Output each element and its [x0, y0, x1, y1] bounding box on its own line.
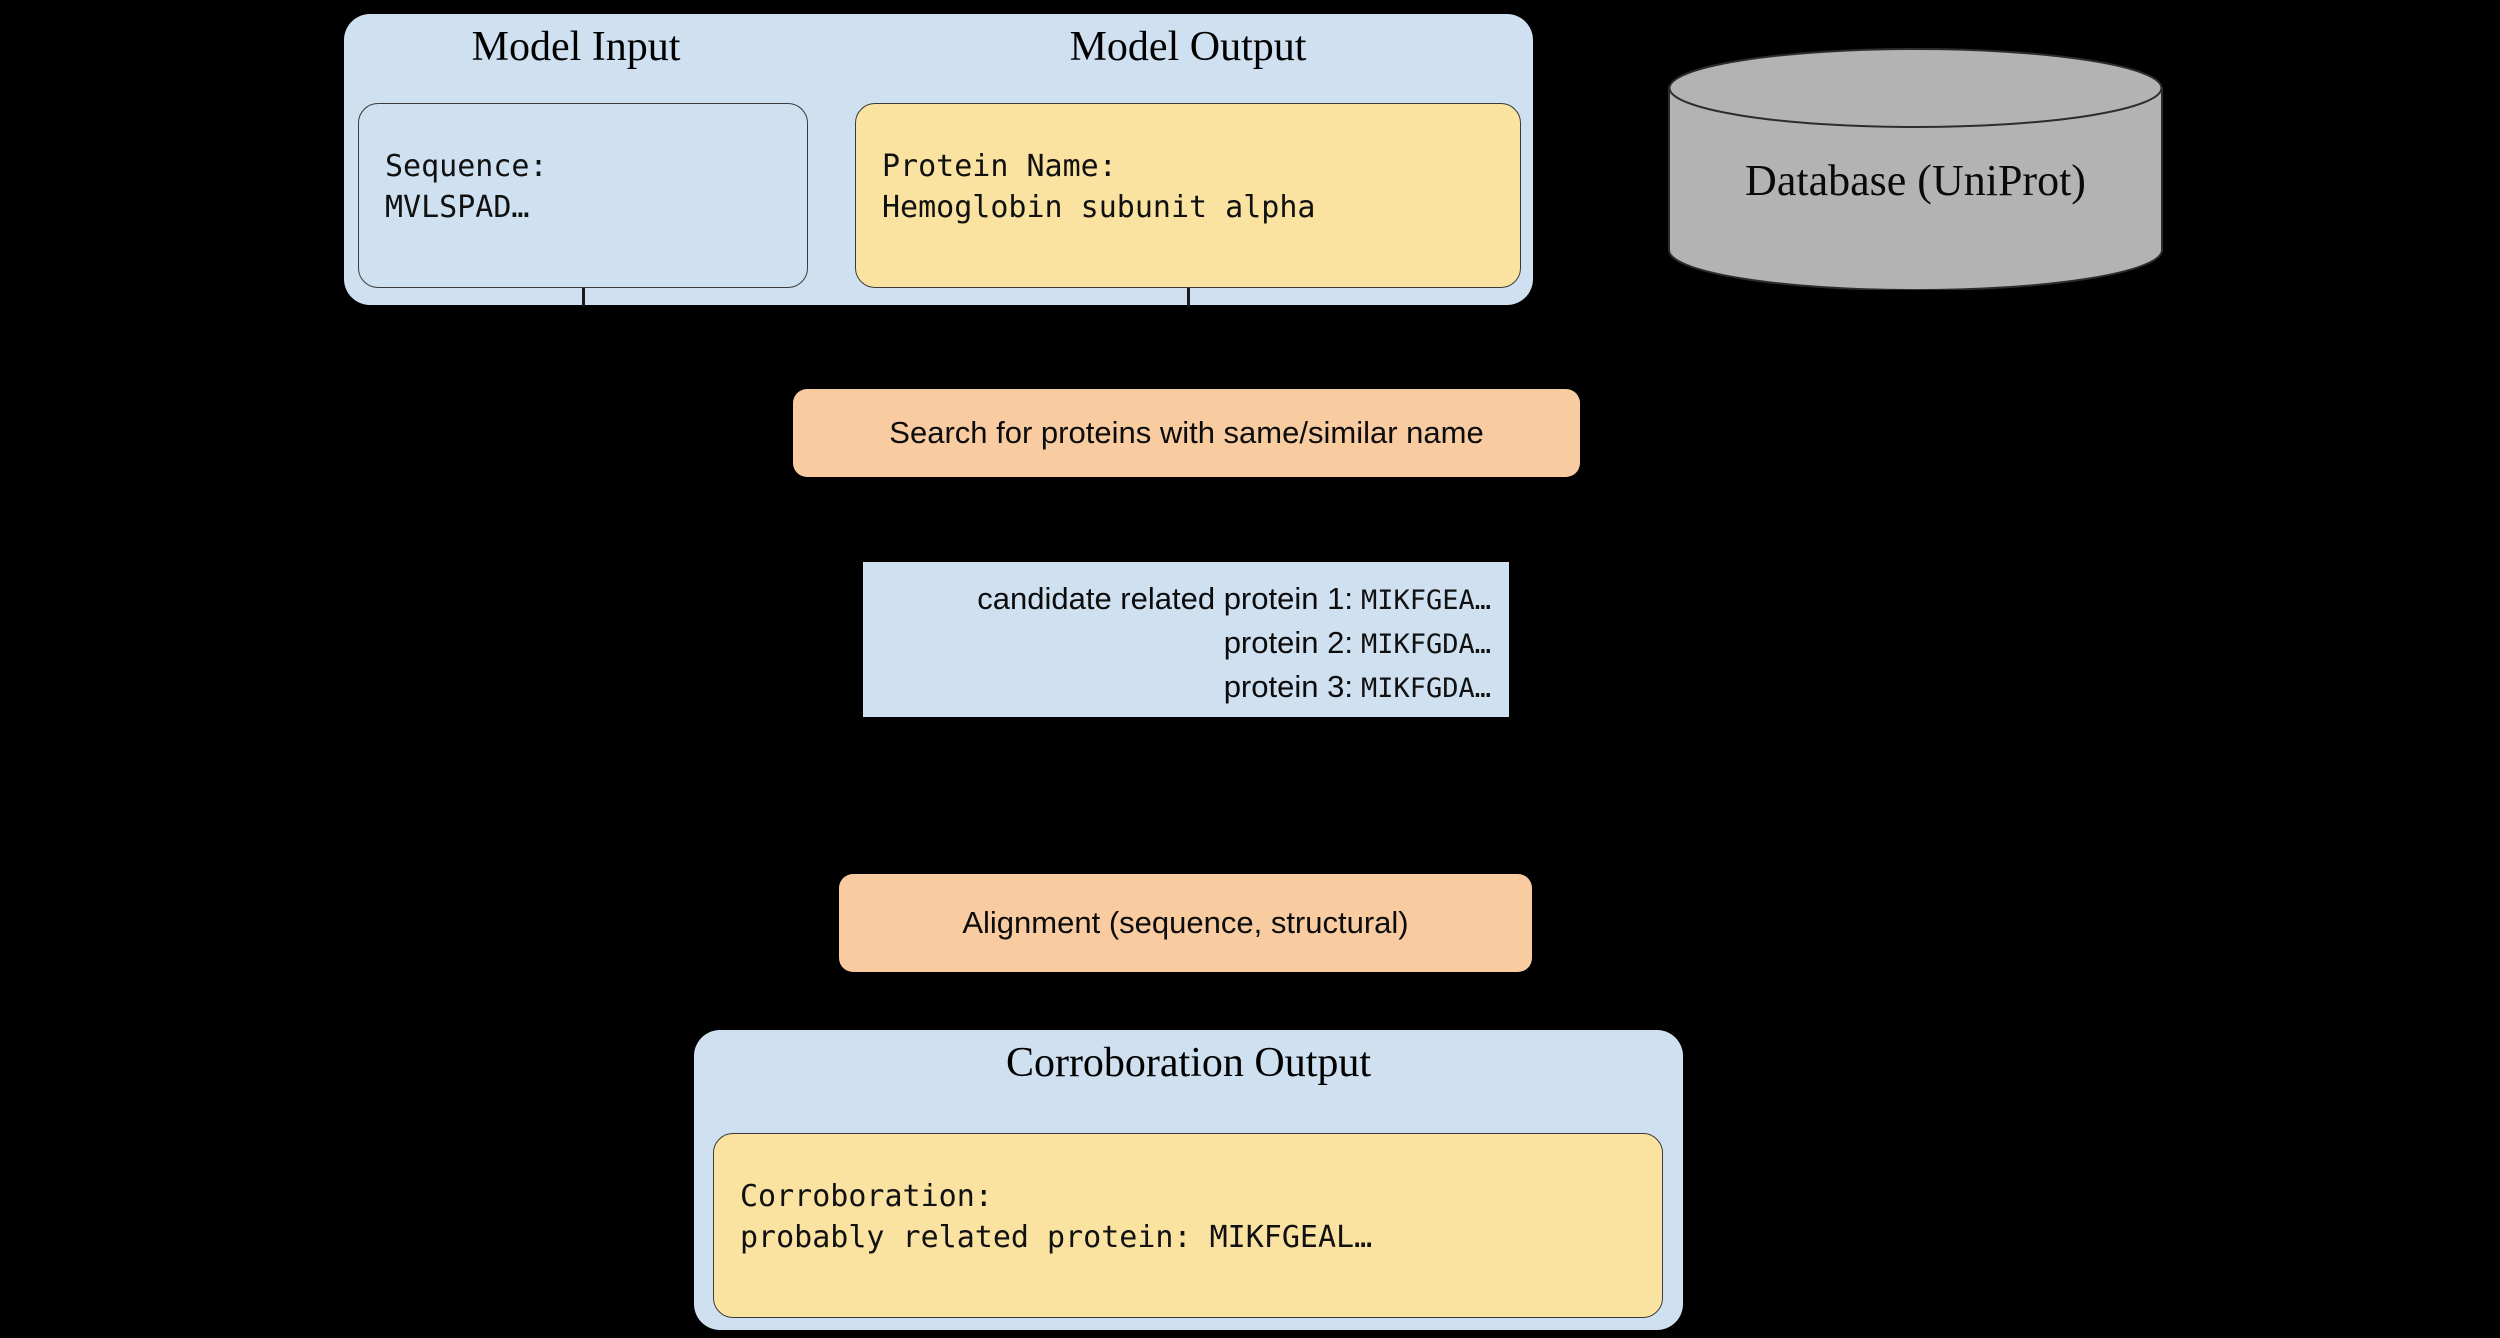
model-input-line-2: MVLSPAD… — [385, 190, 530, 226]
list-item: protein 2: MIKFGDA… — [1224, 625, 1491, 661]
model-output-line-2: Hemoglobin subunit alpha — [882, 190, 1316, 226]
model-input-title: Model Input — [471, 24, 681, 70]
candidate-sequence: MIKFGDA… — [1360, 629, 1491, 660]
candidate-sequence: MIKFGDA… — [1360, 673, 1491, 704]
database-cylinder-icon — [1667, 48, 2164, 290]
connector-model-output — [1187, 288, 1190, 306]
candidate-name: protein 2: — [1223, 625, 1353, 660]
model-output-text: Protein Name: Hemoglobin subunit alpha — [882, 146, 1315, 229]
candidate-name: protein 3: — [1223, 669, 1353, 704]
model-input-box: Sequence: MVLSPAD… — [358, 103, 808, 288]
connector-model-input — [582, 288, 585, 306]
alignment-step-box[interactable]: Alignment (sequence, structural) — [839, 874, 1532, 972]
database-label: Database (UniProt) — [1745, 156, 2086, 205]
list-item: protein 3: MIKFGDA… — [1224, 669, 1491, 705]
corroboration-text: Corroboration: probably related protein: … — [740, 1176, 1372, 1259]
corroboration-line-1: Corroboration: — [740, 1179, 993, 1214]
search-step-label: Search for proteins with same/similar na… — [889, 415, 1484, 450]
model-output-line-1: Protein Name: — [882, 149, 1117, 184]
candidate-list-box: candidate related protein 1: MIKFGEA… pr… — [863, 562, 1509, 717]
alignment-step-label: Alignment (sequence, structural) — [962, 905, 1409, 940]
corroboration-line-2: probably related protein: MIKFGEAL… — [740, 1220, 1373, 1256]
search-step-box[interactable]: Search for proteins with same/similar na… — [793, 389, 1580, 477]
corroboration-title: Corroboration Output — [1005, 1040, 1372, 1086]
model-input-line-1: Sequence: — [385, 149, 548, 184]
model-output-title: Model Output — [1069, 24, 1307, 70]
corroboration-output-box: Corroboration: probably related protein: … — [713, 1133, 1663, 1318]
list-item: candidate related protein 1: MIKFGEA… — [977, 581, 1491, 617]
candidate-sequence: MIKFGEA… — [1360, 585, 1491, 616]
candidate-name: candidate related protein 1: — [977, 581, 1353, 616]
model-input-text: Sequence: MVLSPAD… — [385, 146, 548, 229]
model-output-box: Protein Name: Hemoglobin subunit alpha — [855, 103, 1521, 288]
